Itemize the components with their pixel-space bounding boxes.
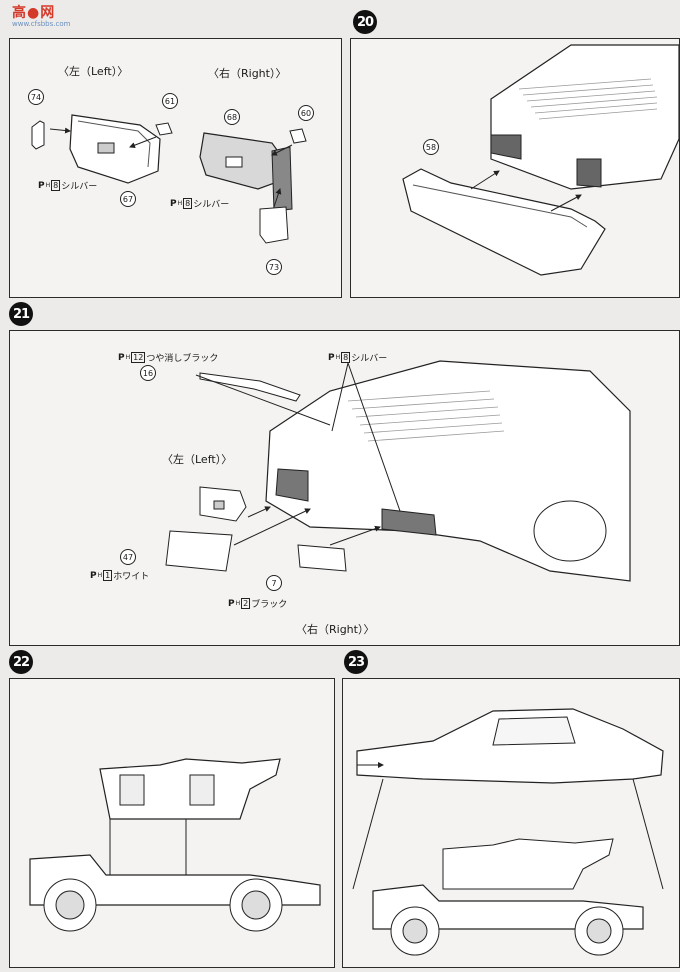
part-callout: 47 bbox=[120, 549, 136, 565]
step-22-badge: 22 bbox=[9, 650, 33, 674]
step-23-diagram bbox=[352, 708, 664, 956]
part-callout: 74 bbox=[28, 89, 44, 105]
step-22-panel bbox=[9, 678, 335, 968]
step-21-badge: 21 bbox=[9, 302, 33, 326]
part-callout: 61 bbox=[162, 93, 178, 109]
step-21-right-label: 〈右（Right）〉 bbox=[296, 623, 375, 636]
part-callout: 73 bbox=[266, 259, 282, 275]
watermark-text: 高●网 bbox=[12, 5, 56, 21]
step-23-badge: 23 bbox=[344, 650, 368, 674]
watermark-logo: 高●网 www.cfsbbs.com bbox=[4, 2, 84, 32]
step-20-badge: 20 bbox=[353, 10, 377, 34]
step-21-left-label: 〈左（Left）〉 bbox=[162, 453, 233, 466]
step-20-diagram bbox=[402, 44, 679, 276]
watermark-url: www.cfsbbs.com bbox=[12, 20, 71, 28]
step-19-panel: 〈左（Left）〉 〈右（Right）〉 74 61 67 68 60 73 P… bbox=[9, 38, 342, 298]
part-callout: 58 bbox=[423, 139, 439, 155]
step-19-left-label: 〈左（Left）〉 bbox=[58, 65, 129, 78]
step-20-panel: 58 bbox=[350, 38, 680, 298]
step-19-diagram bbox=[31, 114, 307, 244]
part-callout: 16 bbox=[140, 365, 156, 381]
step-22-diagram bbox=[29, 758, 321, 932]
step-21-diagram bbox=[165, 360, 631, 582]
part-callout: 7 bbox=[266, 575, 282, 591]
step-23-panel bbox=[342, 678, 680, 968]
part-callout: 67 bbox=[120, 191, 136, 207]
part-callout: 68 bbox=[224, 109, 240, 125]
part-callout: 60 bbox=[298, 105, 314, 121]
step-19-right-label: 〈右（Right）〉 bbox=[208, 67, 287, 80]
